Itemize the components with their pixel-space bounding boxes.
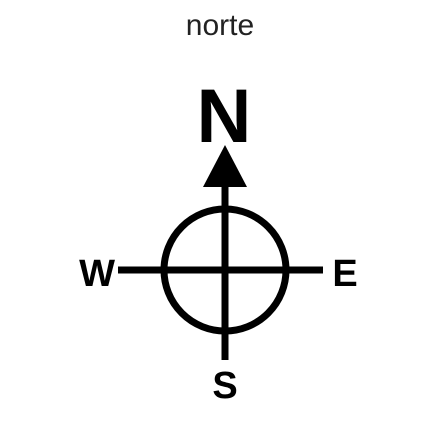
east-label: E <box>332 253 357 295</box>
south-label: S <box>212 365 237 407</box>
north-arrowhead <box>203 145 247 187</box>
west-label: W <box>79 253 115 295</box>
north-label: N <box>197 74 252 159</box>
page-title: norte <box>185 9 255 42</box>
